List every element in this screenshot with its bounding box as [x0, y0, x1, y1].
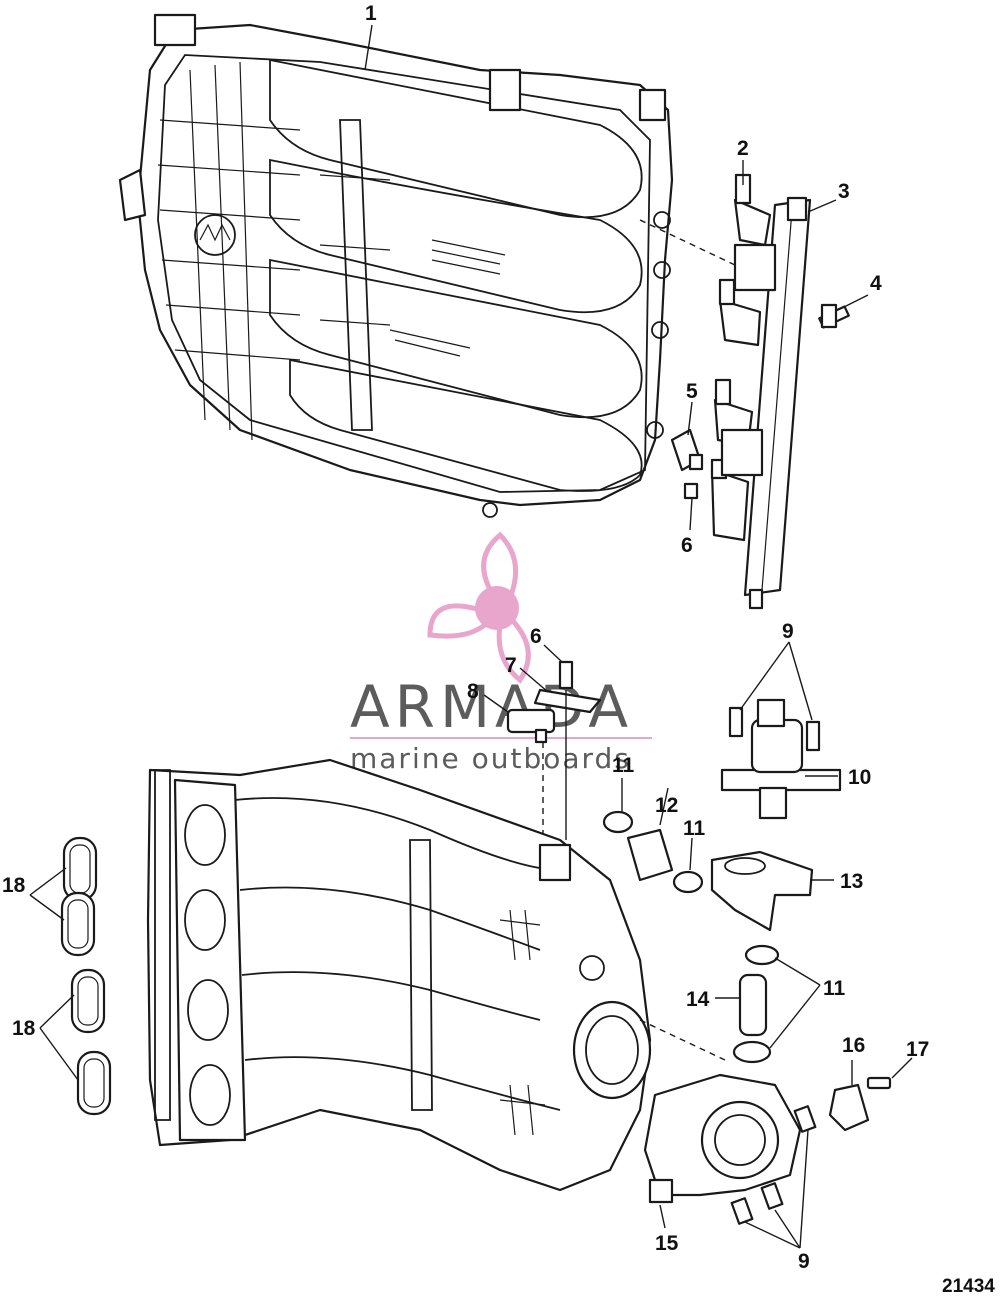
hose-clamp-lower-bottom: [732, 1040, 772, 1064]
callout-10: 10: [848, 766, 871, 789]
callout-1: 1: [365, 2, 377, 25]
callout-18-lower: 18: [12, 1017, 36, 1040]
callout-14: 14: [686, 988, 710, 1011]
throttle-body-alignment-line: [639, 1019, 726, 1061]
screw-upper: [683, 482, 699, 500]
callout-16: 16: [842, 1034, 865, 1057]
air-hose-lower: [738, 973, 768, 1037]
callout-15: 15: [655, 1232, 679, 1255]
sensor-screw: [866, 1076, 892, 1090]
callout-9-lower: 9: [798, 1250, 810, 1273]
callout-11-upper-right: 11: [683, 817, 706, 840]
throttle-body-bolts: [730, 1105, 817, 1225]
callout-17: 17: [906, 1038, 929, 1061]
callout-12: 12: [655, 794, 678, 817]
fuel-rail-bolt: [818, 303, 850, 329]
watermark-subtitle: marine outboards: [350, 742, 631, 775]
callout-5: 5: [686, 380, 698, 403]
callouts: 1 2 3 4 5 6 6 7 8 9 10 11 11 12 13 11 14…: [2, 2, 929, 1273]
intake-gaskets: [60, 836, 112, 1116]
armada-watermark: ARMADA marine outboards: [350, 531, 652, 775]
callout-11-upper-left: 11: [612, 754, 635, 777]
lower-intake-manifold: [146, 758, 652, 1192]
air-adapter: [710, 850, 814, 932]
callout-8: 8: [467, 680, 479, 703]
map-sensor: [506, 708, 556, 744]
air-hose-upper: [626, 828, 674, 882]
callout-7: 7: [505, 654, 517, 677]
callout-2: 2: [737, 137, 749, 160]
screw-lower: [558, 660, 574, 690]
iac-valve-bolts: [728, 706, 821, 752]
callout-6-lower: 6: [530, 625, 542, 648]
sensor-bracket: [533, 688, 602, 714]
idle-air-control-valve: [720, 698, 842, 820]
propeller-logo: [427, 531, 531, 684]
callout-9-upper: 9: [782, 620, 794, 643]
leader-lines: [29, 24, 913, 1249]
callout-18-upper: 18: [2, 874, 26, 897]
hose-clamp-upper-right: [672, 870, 704, 894]
hose-clamp-upper-left: [602, 810, 634, 834]
fuel-rail-assembly: [710, 173, 850, 610]
throttle-body: [643, 1073, 802, 1204]
callout-11-lower: 11: [823, 977, 846, 1000]
throttle-position-sensor: [828, 1083, 870, 1132]
callout-13: 13: [840, 870, 863, 893]
callout-4: 4: [870, 272, 882, 295]
temperature-sensor-upper: [670, 428, 704, 472]
hose-clamp-lower-top: [744, 944, 780, 966]
callout-3: 3: [838, 180, 850, 203]
upper-intake-manifold: [118, 13, 674, 518]
drawing-number: 21434: [942, 1276, 995, 1297]
callout-6-upper: 6: [681, 534, 693, 557]
